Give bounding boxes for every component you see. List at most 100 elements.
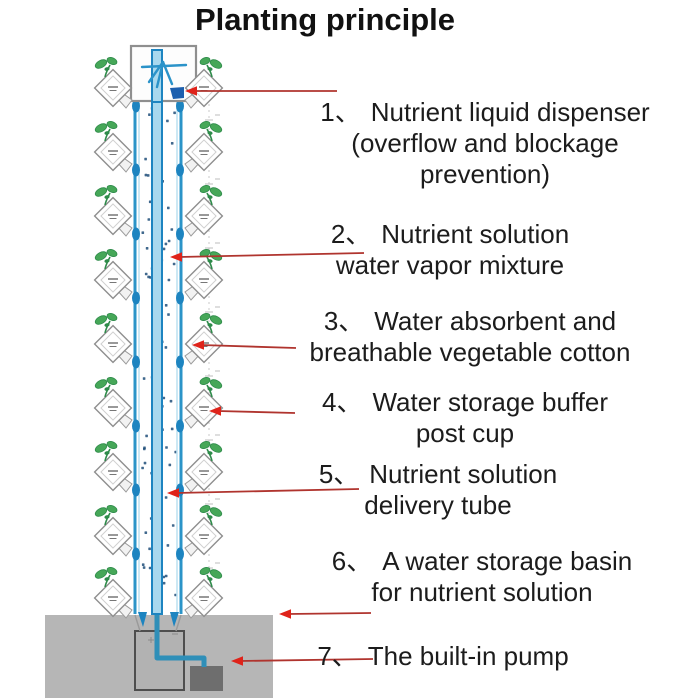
annotation-arrow [170, 252, 365, 262]
delivery-tube-lower [154, 612, 207, 667]
annotation-arrow [185, 86, 337, 96]
annotation-1-line-2: (overflow and blockage [351, 128, 619, 158]
annotation-3-line-1: 3、 Water absorbent and [274, 306, 666, 337]
annotation-4-text: Water storage buffer [372, 387, 609, 417]
annotation-6-line-1: 6、 A water storage basin [287, 546, 677, 577]
annotation-7-text: The built-in pump [367, 641, 569, 671]
annotation-6-line-2: for nutrient solution [371, 577, 593, 607]
tube-connector [132, 163, 140, 177]
seedling-icon [94, 121, 118, 142]
annotation-5-number: 5、 [318, 459, 360, 489]
seedling-icon [94, 441, 118, 462]
seedling-icon [199, 505, 223, 526]
plant-cup [184, 505, 224, 557]
annotation-1: 1、 Nutrient liquid dispenser (overflow an… [285, 97, 685, 190]
page-title: Planting principle [194, 2, 456, 37]
annotation-arrow [279, 609, 372, 619]
annotation-1-text: Nutrient liquid dispenser [370, 97, 650, 127]
seedling-icon [94, 567, 118, 588]
plant-cup [93, 249, 133, 301]
tube-connector [132, 227, 140, 241]
tube-connector [132, 291, 140, 305]
tube-connector [132, 419, 140, 433]
plant-cup [93, 505, 133, 557]
plant-cup [93, 377, 133, 429]
annotation-3-number: 3、 [323, 306, 365, 336]
annotation-5: 5、 Nutrient solution delivery tube [283, 459, 593, 521]
annotation-2-line-2: water vapor mixture [335, 250, 565, 280]
dispenser-cap [129, 44, 198, 103]
spray-icon [140, 60, 188, 89]
plant-cup [93, 121, 133, 173]
seedling-icon [199, 377, 223, 398]
annotation-arrow [192, 340, 297, 350]
tube-connector [132, 355, 140, 369]
plant-cup [93, 185, 133, 237]
tube-connector [176, 163, 184, 177]
plant-cup [184, 313, 224, 365]
annotation-3: 3、 Water absorbent and breathable vegetab… [274, 306, 666, 368]
tube-connector [176, 419, 184, 433]
seedling-icon [94, 377, 118, 398]
tube-connector [176, 547, 184, 561]
tube-connector [132, 547, 140, 561]
annotation-arrow [231, 656, 374, 666]
annotation-1-line-1: 1、 Nutrient liquid dispenser [285, 97, 685, 128]
plant-cup [93, 441, 133, 493]
plant-cup [93, 567, 133, 619]
annotation-7: 7、 The built-in pump [293, 641, 593, 672]
annotation-4-line-2: post cup [415, 418, 515, 448]
basin-inlet [170, 612, 179, 627]
seedling-icon [94, 505, 118, 526]
tube-connector [176, 355, 184, 369]
annotation-1-line-3: prevention) [419, 159, 551, 189]
plant-cup [184, 249, 224, 301]
tube-connector [176, 291, 184, 305]
tube-connector [176, 99, 184, 113]
seedling-icon [199, 185, 223, 206]
annotation-2: 2、 Nutrient solution water vapor mixture [290, 219, 610, 281]
plant-cup [184, 441, 224, 493]
annotation-6: 6、 A water storage basin for nutrient sol… [287, 546, 677, 608]
plant-cup [93, 57, 133, 109]
plant-cup [184, 567, 224, 619]
annotation-arrow [209, 406, 296, 416]
dispenser-nozzle-icon [170, 87, 184, 99]
annotation-5-line-2: delivery tube [364, 490, 512, 520]
annotation-3-line-2: breathable vegetable cotton [309, 337, 631, 367]
annotation-4-number: 4、 [321, 387, 363, 417]
seedling-icon [94, 185, 118, 206]
annotation-5-text: Nutrient solution [369, 459, 558, 489]
annotation-6-number: 6、 [331, 546, 373, 576]
plant-cup [184, 185, 224, 237]
annotation-arrow [167, 488, 360, 498]
annotation-5-line-1: 5、 Nutrient solution [283, 459, 593, 490]
built-in-pump [190, 666, 223, 691]
tube-connector [176, 227, 184, 241]
delivery-tube [151, 49, 163, 615]
annotation-6-text: A water storage basin [382, 546, 633, 576]
annotation-2-line-1: 2、 Nutrient solution [290, 219, 610, 250]
seedling-icon [94, 313, 118, 334]
plant-cup [184, 121, 224, 173]
seedling-icon [94, 249, 118, 270]
seedling-icon [199, 441, 223, 462]
seedling-icon [199, 121, 223, 142]
tube-connector [132, 99, 140, 113]
seedling-icon [199, 313, 223, 334]
seedling-icon [199, 57, 223, 78]
plant-cup [184, 57, 224, 109]
seedling-icon [199, 567, 223, 588]
annotation-3-text: Water absorbent and [374, 306, 617, 336]
basin-inlet [138, 612, 147, 627]
annotation-7-number: 7、 [317, 641, 358, 671]
plant-cup [93, 313, 133, 365]
annotation-7-line-1: 7、 The built-in pump [293, 641, 593, 672]
annotation-4: 4、 Water storage buffer post cup [279, 387, 651, 449]
annotation-1-number: 1、 [320, 97, 361, 127]
annotation-2-text: Nutrient solution [381, 219, 570, 249]
annotation-4-line-1: 4、 Water storage buffer [279, 387, 651, 418]
annotation-2-number: 2、 [330, 219, 372, 249]
tube-connector [132, 483, 140, 497]
